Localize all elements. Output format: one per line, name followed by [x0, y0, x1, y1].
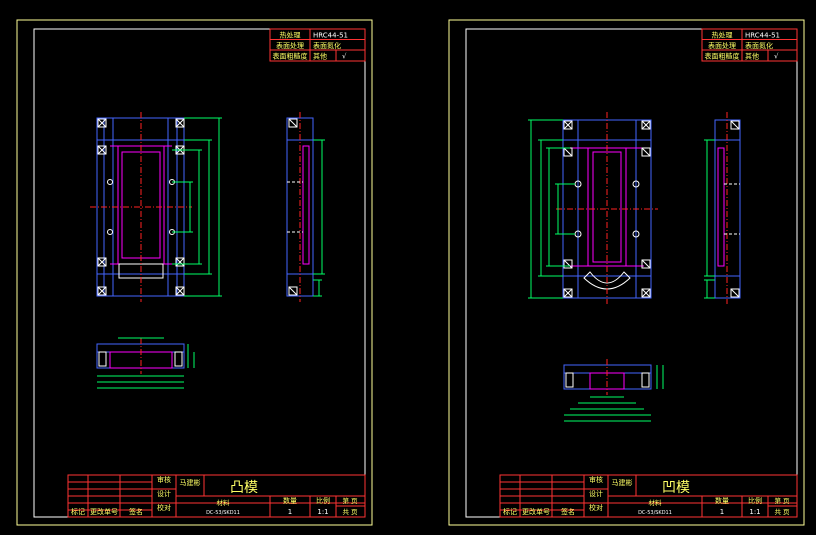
material-label: 材料 — [649, 498, 663, 507]
design-label: 设计 — [157, 489, 171, 498]
spec-row2-value: 表面氮化 — [745, 41, 773, 50]
part-name: 凹模 — [662, 480, 690, 496]
qty-label: 数量 — [715, 496, 729, 505]
spec-row3-value: 其他 — [313, 52, 327, 61]
check-label: 校对 — [589, 503, 603, 512]
spec-row1-label: 热处理 — [280, 31, 301, 40]
spec-table — [269, 28, 366, 62]
material-label: 材料 — [217, 498, 231, 507]
approve-label: 审核 — [589, 475, 603, 484]
mark-label: 标记 — [71, 507, 85, 516]
inner-border — [33, 28, 366, 518]
total-label: 共 页 — [774, 507, 790, 516]
mark-label: 标记 — [503, 507, 517, 516]
bottom-view — [563, 359, 664, 422]
side-view — [286, 112, 325, 302]
title-block — [499, 474, 798, 518]
front-view — [90, 112, 222, 302]
scale-label: 比例 — [748, 496, 762, 505]
spec-row3-value: 其他 — [745, 52, 759, 61]
sheet-label: 第 页 — [342, 496, 358, 505]
sign-label: 签名 — [129, 507, 143, 516]
check-label: 校对 — [157, 503, 171, 512]
scale-value: 1:1 — [749, 508, 760, 516]
spec-row1-value: HRC44-51 — [745, 32, 780, 40]
scale-label: 比例 — [316, 496, 330, 505]
sheet-concave: 热处理 HRC44-51 表面处理 表面氮化 表面粗糙度 其他 √ — [448, 19, 805, 526]
spec-row2-label: 表面处理 — [276, 41, 304, 50]
signature-text: 马建彬 — [612, 478, 633, 487]
spec-row2-value: 表面氮化 — [313, 41, 341, 50]
total-label: 共 页 — [342, 507, 358, 516]
title-block — [67, 474, 366, 518]
outer-frame — [448, 19, 805, 526]
roughness-symbol: √ — [342, 53, 347, 61]
qty-value: 1 — [720, 508, 724, 516]
outer-frame — [16, 19, 373, 526]
spec-row1-label: 热处理 — [712, 31, 733, 40]
spec-row1-value: HRC44-51 — [313, 32, 348, 40]
bottom-view — [96, 337, 195, 389]
qty-value: 1 — [288, 508, 292, 516]
signature-text: 马建彬 — [180, 478, 201, 487]
spec-table — [701, 28, 798, 62]
sign-label: 签名 — [561, 507, 575, 516]
change-no-label: 更改单号 — [90, 507, 118, 516]
front-view — [528, 112, 658, 304]
sheet-label: 第 页 — [774, 496, 790, 505]
inner-border — [465, 28, 798, 518]
design-label: 设计 — [589, 489, 603, 498]
material-value: DC-53/SKD11 — [206, 510, 240, 516]
spec-row2-label: 表面处理 — [708, 41, 736, 50]
spec-row3-label: 表面粗糙度 — [273, 52, 308, 61]
material-value: DC-53/SKD11 — [638, 510, 672, 516]
qty-label: 数量 — [283, 496, 297, 505]
change-no-label: 更改单号 — [522, 507, 550, 516]
side-view — [704, 112, 741, 304]
part-name: 凸模 — [230, 480, 258, 496]
roughness-symbol: √ — [774, 53, 779, 61]
scale-value: 1:1 — [317, 508, 328, 516]
approve-label: 审核 — [157, 475, 171, 484]
sheet-convex: 热处理 HRC44-51 表面处理 表面氮化 表面粗糙度 其他 √ — [16, 19, 373, 526]
spec-row3-label: 表面粗糙度 — [705, 52, 740, 61]
